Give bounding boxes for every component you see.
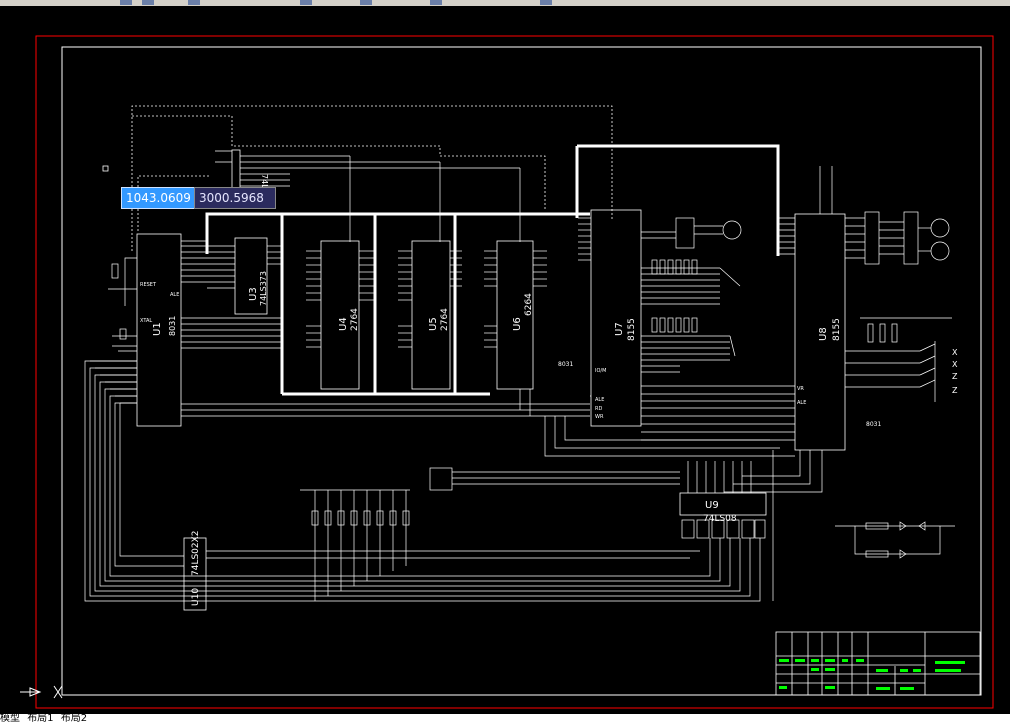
u8-part: 8155 [832,318,842,341]
output-label: Z [952,386,958,395]
u9-part: 74LS08 [703,514,737,524]
dashed-bus [131,105,613,251]
coordinate-y-input[interactable]: 3000.5968 [194,187,276,209]
toolbar-strip [0,0,1010,6]
toolbar-icon[interactable] [540,0,552,5]
chip-u9: U9 74LS08 [679,461,767,539]
toolbar-icon[interactable] [430,0,442,5]
u4-part: 2764 [350,308,360,331]
toolbar-icon[interactable] [300,0,312,5]
u7-note: 8031 [558,361,573,368]
u1-part: 8031 [168,316,177,336]
chip-u7: U7 8155 IO/M ALE RD WR 8031 [558,209,730,427]
toolbar-icon[interactable] [120,0,132,5]
u9-ref: U9 [705,500,719,511]
u5-part: 2764 [440,308,450,331]
output-label: X [952,360,958,369]
u10-part: 74LS02X2 [191,530,201,576]
drawing-frame [61,46,982,696]
chip-u8: U8 8155 VR ALE 8031 [641,166,920,451]
u1-xtal-pin: XTAL [140,318,152,324]
axis-outputs: X X Z Z [952,348,958,395]
chip-u4: U4 2764 [306,240,375,390]
toolbar-icon[interactable] [188,0,200,5]
tab-layout2[interactable]: 布局2 [60,713,88,724]
output-label: Z [952,372,958,381]
reset-circuit [108,257,137,347]
title-block-marks [779,659,965,690]
tab-layout1[interactable]: 布局1 [27,713,54,724]
u8-ale-pin: ALE [797,400,806,406]
u1-reset-pin: RESET [140,282,157,288]
u1-ale-pin: ALE [170,292,179,298]
u7-ale-pin: ALE [595,397,604,403]
u7-ref: U7 [614,322,625,336]
u8-peripherals [860,211,952,402]
toolbar-icon[interactable] [142,0,154,5]
schematic-drawing: U1 8031 RESET XTAL ALE 74LS138 [20,35,994,709]
u8-ref: U8 [818,327,829,341]
chip-u10: U10 74LS02X2 [84,360,823,611]
u5-ref: U5 [428,317,439,331]
diode-circuit [835,521,955,559]
u7-wr-pin: WR [595,414,604,420]
output-label: X [952,348,958,357]
u4-ref: U4 [338,317,349,331]
title-block [775,631,981,696]
u6-ref: U6 [512,317,523,331]
u7-part: 8155 [627,318,637,341]
layout-tabs: 模型 布局1 布局2 [0,714,1010,724]
toolbar-icon[interactable] [360,0,372,5]
tab-model[interactable]: 模型 [0,713,20,724]
coordinate-x-input[interactable]: 1043.0609 [121,187,197,209]
ucs-icon [20,685,63,699]
chip-u6: U6 6264 [484,240,547,416]
u7-io-pin: IO/M [595,368,606,374]
grip-marker[interactable] [102,165,109,172]
u7-peripherals [651,217,742,357]
u3-part: 74LS373 [259,271,268,306]
sheet-border [35,35,994,709]
u8-vr-pin: VR [797,386,804,392]
chip-u3: U3 74LS373 [207,237,282,315]
u8-note: 8031 [866,421,881,428]
u10-ref: U10 [191,588,201,606]
u1-ref: U1 [152,322,163,336]
drawing-canvas[interactable]: U1 8031 RESET XTAL ALE 74LS138 [0,6,1010,714]
u7-rd-pin: RD [595,406,602,412]
chip-u5: U5 2764 [398,240,462,390]
u3-ref: U3 [248,287,259,301]
u6-part: 6264 [524,293,534,316]
segment-resistors [300,467,680,601]
